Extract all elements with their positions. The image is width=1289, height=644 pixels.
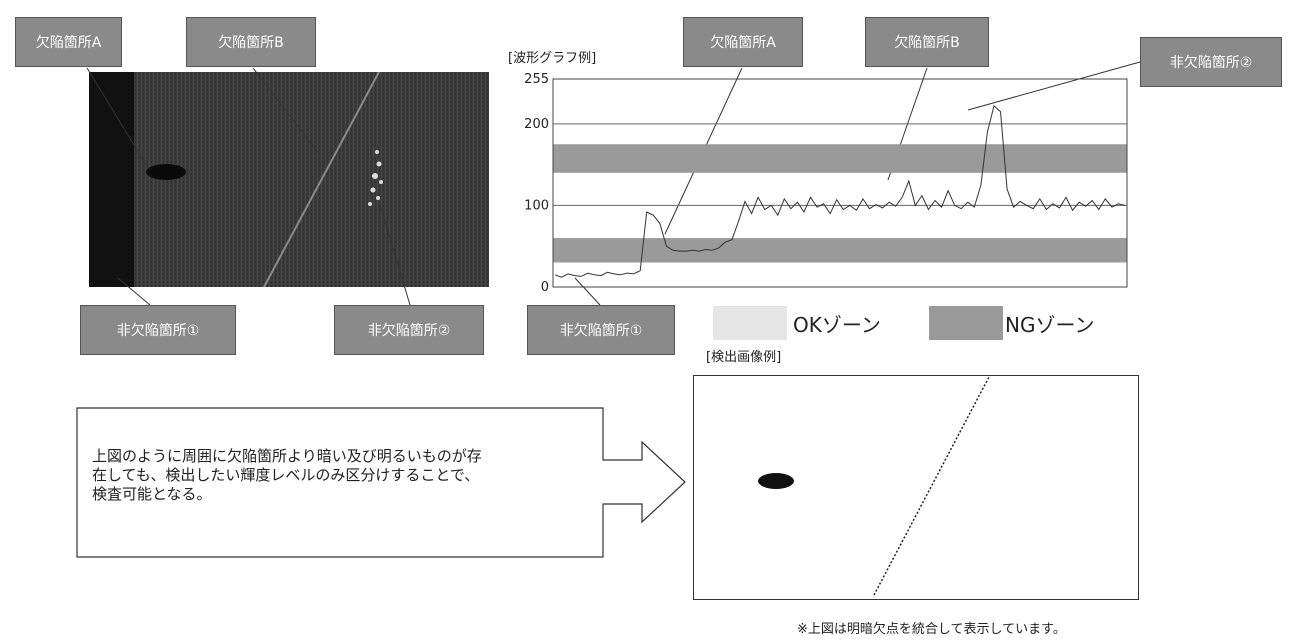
- chart-nondefect-2-label: 非欠陥箇所②: [1140, 37, 1282, 87]
- legend-ok-swatch: [713, 306, 787, 340]
- bright-spot-cluster: [368, 150, 383, 206]
- detected-defect-b: [873, 376, 990, 596]
- callout-text: 上図のように周囲に欠陥箇所より暗い及び明るいものが存在しても、検出したい輝度レベ…: [92, 447, 482, 503]
- chart-title: [波形グラフ例]: [508, 51, 597, 66]
- chart-nondefect-1-label: 非欠陥箇所①: [527, 305, 675, 355]
- result-title: [検出画像例]: [706, 350, 782, 365]
- photo-defect-b-label: 欠陥箇所B: [186, 17, 316, 67]
- defect-a-spot: [146, 164, 186, 180]
- chart-defect-b-label: 欠陥箇所B: [865, 17, 989, 67]
- defect-b-line: [263, 72, 380, 287]
- footnote: ※上図は明暗欠点を統合して表示しています。: [797, 622, 1066, 637]
- legend-ng-label: NGゾーン: [1005, 313, 1095, 337]
- detected-defect-a: [758, 473, 794, 489]
- detection-result-image: [693, 375, 1139, 600]
- photo-defect-a-label: 欠陥箇所A: [15, 17, 122, 67]
- chart-defect-a-label: 欠陥箇所A: [683, 17, 803, 67]
- legend-ng-swatch: [929, 306, 1003, 340]
- legend-ok-label: OKゾーン: [793, 313, 881, 337]
- photo-nondefect-1-label: 非欠陥箇所①: [80, 305, 236, 355]
- photo-nondefect-2-label: 非欠陥箇所②: [334, 305, 484, 355]
